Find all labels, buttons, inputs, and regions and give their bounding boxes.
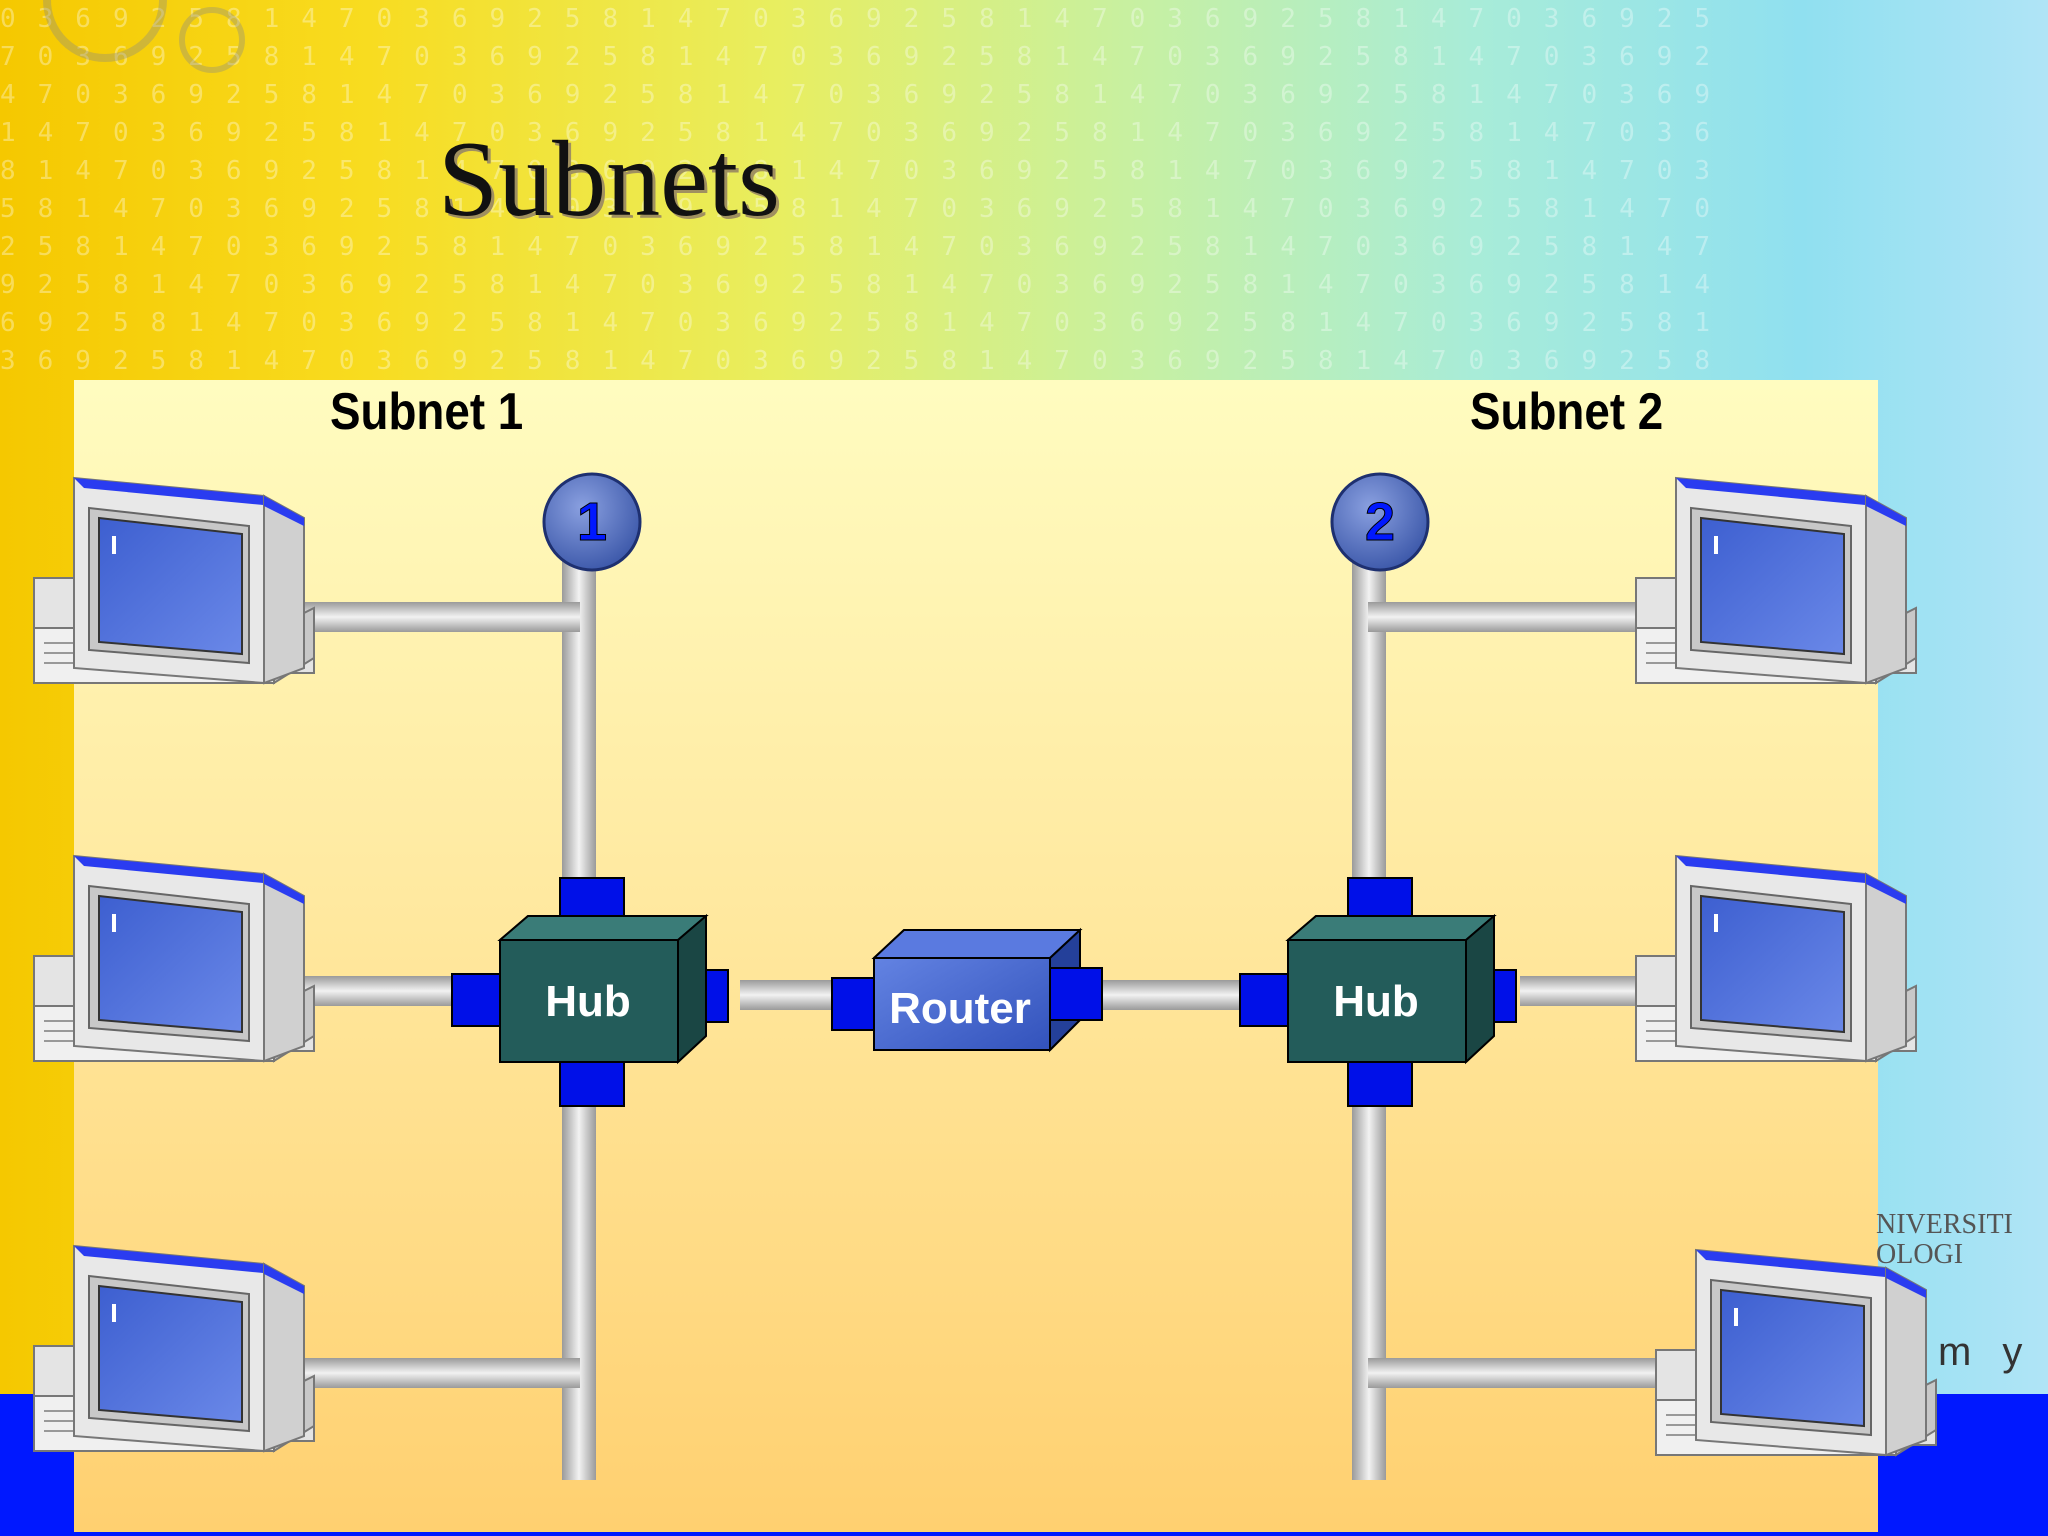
logo-line-3: OLOGI [1876, 1239, 1964, 1270]
cable-pc6 [1368, 1358, 1688, 1388]
subnet-2-badge: 2 [1330, 472, 1430, 572]
decorative-circles [43, 0, 245, 73]
slide-title: Subnets [438, 120, 781, 239]
hub-2: Hub [1239, 877, 1517, 1107]
background-digit-pattern: 0369258147036925814703692581470369258147… [0, 4, 1733, 376]
university-logo-text: NIVERSITI OLOGI [1876, 1210, 2013, 1270]
cable-hub1-router [740, 980, 840, 1010]
cable-pc3 [280, 1358, 580, 1388]
computer-icon [1635, 855, 1917, 1062]
computer-icon [33, 1245, 315, 1452]
computer-icon [1635, 477, 1917, 684]
router-label: Router [889, 984, 1031, 1033]
computer-icon [1655, 1249, 1937, 1456]
subnet-2-label: Subnet 2 [1470, 383, 1664, 441]
subnet-1-badge-number: 1 [577, 492, 607, 552]
hub-2-label: Hub [1333, 977, 1419, 1026]
cable-pc1 [280, 602, 580, 632]
subnet-2-badge-number: 2 [1365, 492, 1395, 552]
cable-pc4 [1368, 602, 1668, 632]
computer-icon [33, 477, 315, 684]
subnet-1-label: Subnet 1 [330, 383, 524, 441]
hub-1-label: Hub [545, 977, 631, 1026]
logo-tagline: m y [1938, 1330, 2033, 1374]
computer-icon [33, 855, 315, 1062]
logo-line-2: NIVERSITI [1876, 1209, 2013, 1240]
cable-router-hub2 [1100, 980, 1250, 1010]
subnet-1-badge: 1 [542, 472, 642, 572]
router: Router [831, 927, 1103, 1053]
hub-1: Hub [451, 877, 729, 1107]
